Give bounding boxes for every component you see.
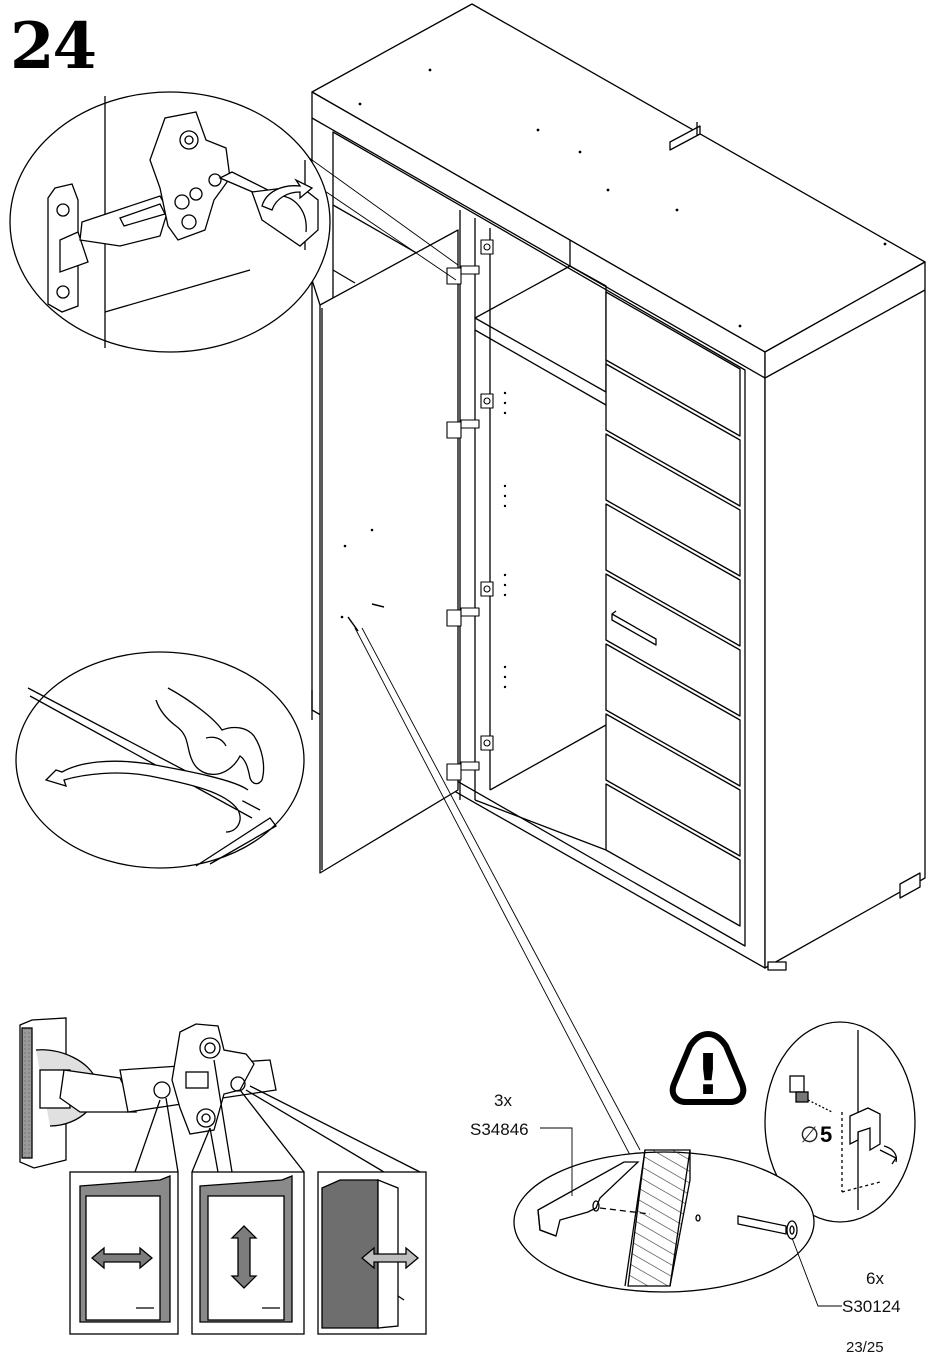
wardrobe-side [765, 262, 925, 968]
part-code-label: S34846 [470, 1120, 529, 1139]
wardrobe [312, 4, 925, 970]
film-peel-inset [16, 652, 304, 868]
drill-diameter-symbol: ∅ [800, 1123, 819, 1148]
adjust-panel-lateral [70, 1172, 178, 1334]
adjust-panel-depth [318, 1172, 426, 1334]
step-number: 24 [10, 9, 95, 84]
page-number: 23/25 [846, 1339, 884, 1356]
drill-diameter-value: 5 [820, 1122, 832, 1147]
handle-detail-inset [514, 1150, 814, 1292]
warning-symbol: ! [695, 1043, 721, 1108]
part-code-label: S30124 [842, 1297, 901, 1316]
part-qty-label: 6x [866, 1269, 884, 1288]
door [320, 230, 458, 873]
part-qty-label: 3x [494, 1091, 512, 1110]
hinge-adjustment [20, 1018, 420, 1172]
warning-icon: ! [673, 1034, 744, 1108]
hinge-detail-inset [10, 92, 330, 352]
adjust-panel-vertical [192, 1172, 304, 1334]
